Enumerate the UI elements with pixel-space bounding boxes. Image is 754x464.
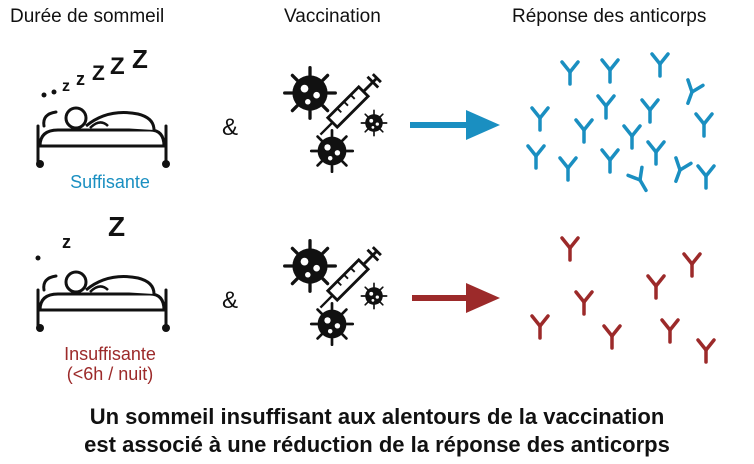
snore-zzz-row1: z z Z Z Z <box>41 44 148 98</box>
sleeping-person-icon <box>34 270 172 334</box>
svg-text:z: z <box>76 69 85 89</box>
ampersand: & <box>222 114 239 141</box>
caption-line1: Un sommeil insuffisant aux alentours de … <box>89 404 665 429</box>
sufficient-text: Suffisante <box>70 172 150 192</box>
header-vaccination: Vaccination <box>284 6 381 27</box>
arrow-icon <box>412 283 500 313</box>
header-sleep-duration: Durée de sommeil <box>10 6 165 27</box>
svg-text:z: z <box>62 78 70 95</box>
svg-text:Z: Z <box>92 62 105 85</box>
svg-text:Z: Z <box>108 211 125 242</box>
arrow-icon <box>410 110 500 140</box>
insufficient-text: Insuffisante <box>64 344 156 364</box>
svg-text:Z: Z <box>132 44 148 74</box>
sleep-label-insufficient: Insuffisante (<6h / nuit) <box>30 344 190 384</box>
antibody-cluster-sufficient <box>526 52 716 197</box>
snore-zzz-row2: z Z <box>35 211 125 261</box>
svg-text:Z: Z <box>110 53 125 80</box>
virus-syringe-icon <box>283 66 388 174</box>
ampersand: & <box>222 287 239 314</box>
sleep-label-sufficient: Suffisante <box>40 172 180 193</box>
antibody-cluster-insufficient <box>530 236 716 364</box>
caption-line2: est associé à une réduction de la répons… <box>84 432 670 457</box>
insufficient-sublabel: (<6h / nuit) <box>66 364 154 384</box>
sleeping-person-icon <box>34 106 172 170</box>
header-antibody-response: Réponse des anticorps <box>512 6 707 27</box>
virus-syringe-icon <box>283 239 388 347</box>
svg-text:z: z <box>62 232 71 252</box>
